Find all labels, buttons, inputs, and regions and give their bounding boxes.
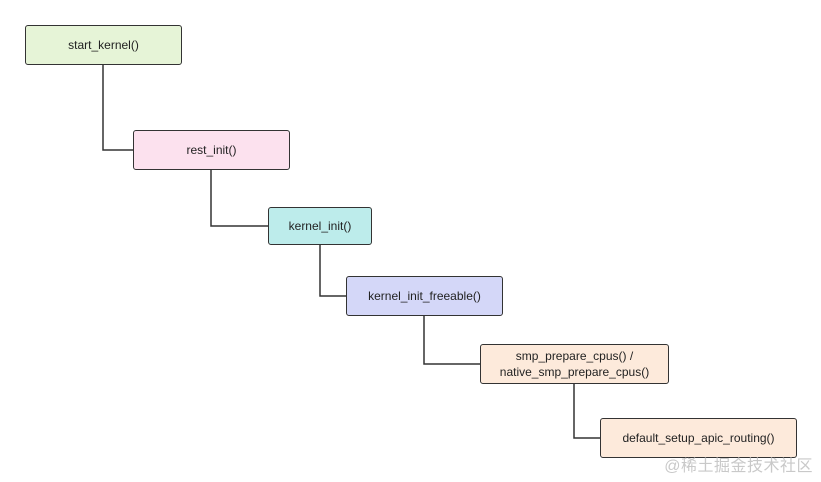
node-rest-init: rest_init() <box>133 130 290 170</box>
node-start-kernel: start_kernel() <box>25 25 182 65</box>
node-label: start_kernel() <box>68 38 139 52</box>
connector-kernel-init-to-kernel-init-freeable <box>319 245 346 297</box>
connector-start-kernel-to-rest-init <box>102 65 133 151</box>
node-label: kernel_init_freeable() <box>368 289 481 303</box>
node-default-setup-apic-routing: default_setup_apic_routing() <box>600 418 797 458</box>
node-label: smp_prepare_cpus() / native_smp_prepare_… <box>499 349 650 379</box>
node-kernel-init: kernel_init() <box>268 207 372 245</box>
node-smp-prepare-cpus: smp_prepare_cpus() / native_smp_prepare_… <box>480 344 669 384</box>
node-label: rest_init() <box>186 143 237 157</box>
node-label: default_setup_apic_routing() <box>622 431 775 445</box>
node-kernel-init-freeable: kernel_init_freeable() <box>346 276 503 316</box>
node-label: kernel_init() <box>288 219 352 233</box>
connector-kernel-init-freeable-to-smp-prepare-cpus <box>423 316 480 365</box>
connector-rest-init-to-kernel-init <box>210 170 268 227</box>
connector-smp-prepare-cpus-to-default-setup-apic-routing <box>573 384 600 439</box>
watermark: @稀土掘金技术社区 <box>664 458 813 475</box>
